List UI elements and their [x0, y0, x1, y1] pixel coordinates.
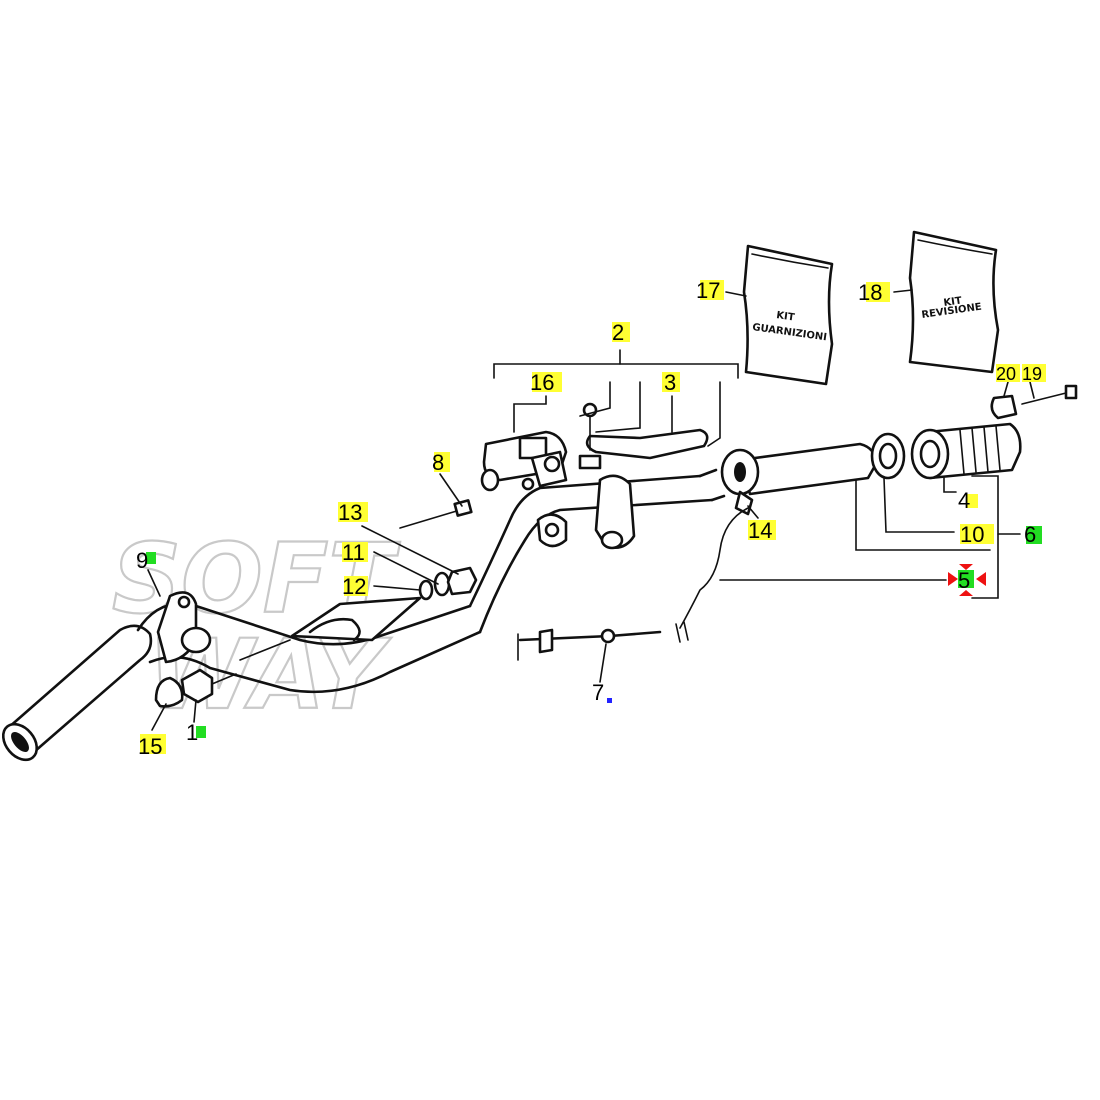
- callout-13: 13: [338, 500, 362, 525]
- kit-bag-1-line1: KIT: [776, 310, 796, 323]
- handlebar: [1, 468, 726, 762]
- callout-markers: [140, 280, 1046, 754]
- callout-14: 14: [748, 518, 772, 543]
- callout-2: 2: [612, 320, 624, 345]
- marker-14: [748, 520, 776, 540]
- bolt-and-cap: [154, 639, 291, 708]
- callout-6: 6: [1024, 522, 1036, 547]
- marker-9: [146, 552, 156, 564]
- leader-lines: [147, 289, 1035, 731]
- callout-15: 15: [138, 734, 162, 759]
- callout-17: 17: [696, 278, 720, 303]
- callout-labels: 17 18 2 16 3 20 19 8 4 13 14 10 6 11 9 1…: [136, 278, 1042, 759]
- callout-3: 3: [664, 370, 676, 395]
- marker-5: [948, 564, 986, 596]
- marker-11: [342, 542, 368, 562]
- marker-20: [996, 364, 1020, 382]
- callout-10: 10: [960, 522, 984, 547]
- callout-8: 8: [432, 450, 444, 475]
- callout-4: 4: [958, 488, 970, 513]
- marker-17: [700, 280, 724, 300]
- marker-8: [434, 452, 450, 472]
- marker-16: [532, 372, 562, 392]
- brake-switch: [399, 499, 473, 529]
- kit-bag-1: KIT GUARNIZIONI: [742, 244, 834, 386]
- marker-12: [344, 576, 368, 596]
- callout-12: 12: [342, 574, 366, 599]
- callout-9: 9: [136, 548, 148, 573]
- marker-3: [662, 372, 680, 392]
- marker-1: [196, 726, 206, 738]
- callout-18: 18: [858, 280, 882, 305]
- callout-7: 7: [592, 680, 604, 705]
- marker-13: [338, 502, 368, 522]
- fasteners: [418, 566, 478, 601]
- marker-6: [1026, 526, 1042, 544]
- brake-lever: [578, 402, 709, 470]
- kit-bag-2: KIT REVISIONE: [908, 230, 1000, 374]
- marker-15: [140, 734, 166, 754]
- marker-18: [866, 282, 890, 302]
- callout-19: 19: [1022, 364, 1042, 384]
- marker-19: [1022, 364, 1046, 382]
- callout-11: 11: [342, 540, 365, 565]
- marker-2: [612, 322, 630, 342]
- callout-16: 16: [530, 370, 554, 395]
- callout-5: 5: [958, 568, 970, 593]
- marker-10: [960, 524, 994, 544]
- brake-master-cylinder: [480, 430, 568, 492]
- throttle-cable: [517, 507, 749, 661]
- marker-4: [966, 494, 978, 508]
- kit-bag-2-line1: KIT: [943, 296, 963, 309]
- marker-7: [607, 698, 612, 703]
- handlebar-clamps: [536, 474, 636, 550]
- throttle-assembly: [720, 384, 1078, 516]
- callout-1: 1: [186, 720, 198, 745]
- callout-20: 20: [996, 364, 1016, 384]
